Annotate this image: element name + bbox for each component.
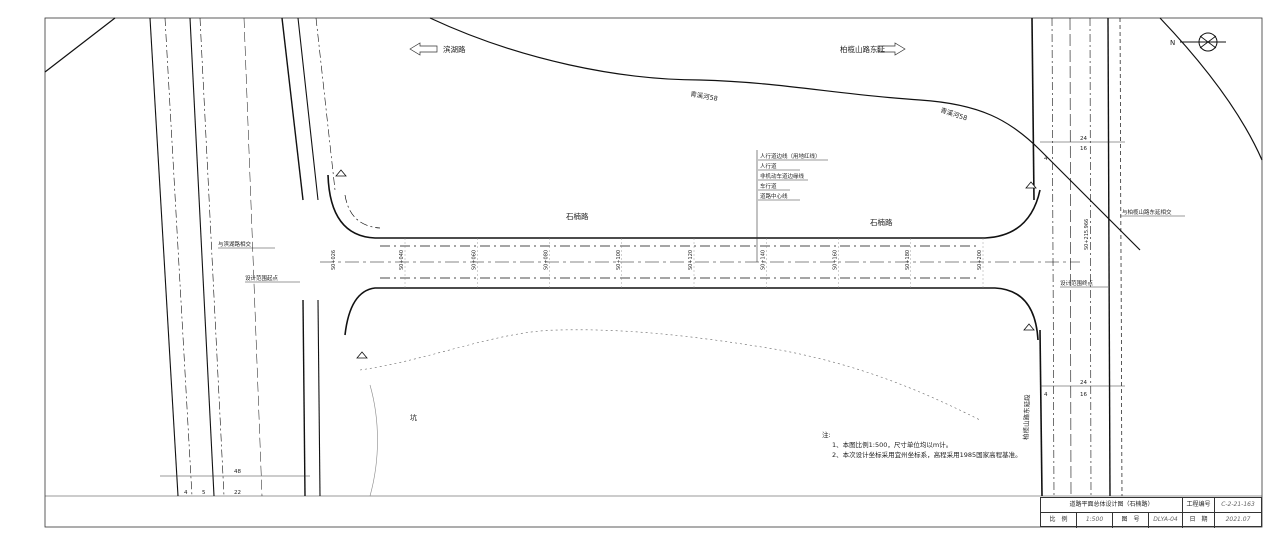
date-label: 日 期 [1183, 513, 1215, 528]
intersection-marker-icon [356, 351, 368, 359]
svg-text:N: N [1170, 39, 1175, 47]
legend-label: 人行道 [760, 162, 777, 170]
station-label: S0+180 [905, 250, 911, 270]
river-line-right [1159, 17, 1263, 161]
station-ticks [404, 238, 984, 288]
annotation-pit: 坑 [410, 413, 417, 422]
station-label: S0+080 [544, 250, 550, 270]
intersection-marker-icon [335, 169, 347, 177]
drawing-frame [44, 17, 1263, 528]
project-no: C-2-21-163 [1221, 501, 1255, 508]
river-label-left: 青溪河58 [690, 89, 719, 103]
bailanshan-road [1031, 17, 1123, 497]
notes-line-2: 2、本次设计坐标采用宜州坐标系，高程采用1985国家高程基准。 [832, 451, 1022, 459]
dim-label: 22 [234, 490, 241, 496]
binhu-road [149, 17, 336, 497]
legend-label: 道路中心线 [760, 192, 788, 200]
left-corner-line [44, 17, 116, 73]
river-line [429, 17, 1141, 251]
shinan-road [320, 174, 1080, 341]
design-notes: 注: 1、本图比例1:500，尺寸单位均以m计。 2、本次设计坐标采用宜州坐标系… [822, 430, 1022, 460]
scale-value: 1:500 [1077, 513, 1113, 528]
station-label: S0+100 [616, 250, 622, 270]
intersection-marker-icon [1023, 323, 1035, 331]
dim-label: 4 [1044, 392, 1048, 398]
notes-title: 注: [822, 431, 831, 439]
station-label: S0+060 [471, 250, 477, 270]
legend-label: 车行道 [760, 182, 777, 190]
intersection-marker-icon [1025, 181, 1037, 189]
river-label-right: 青溪河58 [939, 105, 968, 122]
annotation-bailanshan-junction: 与柏榄山路东延相交 [1122, 208, 1172, 216]
dim-label: 4 [1044, 156, 1048, 162]
dim-label: 24 [1080, 136, 1087, 142]
dim-label: 16 [1080, 392, 1087, 398]
notes-line-1: 1、本图比例1:500，尺寸单位均以m计。 [832, 441, 953, 449]
dim-label: 24 [1080, 380, 1087, 386]
section-legend: 人行道边线（用地红线） 人行道 非机动车道边缘线 车行道 道路中心线 [758, 152, 828, 201]
drawing-title: 道路平面总体设计图（石楠路） [1041, 498, 1183, 513]
station-label: S0+040 [399, 250, 405, 270]
road-label-bailanshan-vertical: 柏榄山路东延段 [1021, 394, 1032, 440]
station-label: S0+120 [688, 250, 694, 270]
title-block: 道路平面总体设计图（石楠路） 工程编号 C-2-21-163 比 例 1:500… [1040, 497, 1262, 528]
left-arrow-icon [409, 42, 438, 56]
drawing-no-label: 图 号 [1113, 513, 1149, 528]
station-label: S0+200 [977, 250, 983, 270]
dim-label: 4 [184, 490, 188, 496]
station-labels: S0+040 S0+060 S0+080 S0+100 S0+120 S0+140 S0+1… [399, 250, 983, 270]
station-label-start: S0+026 [331, 250, 337, 270]
dim-label: 16 [1080, 146, 1087, 152]
road-label-shinan-2: 石楠路 [870, 217, 893, 227]
north-arrow-icon: N [1170, 32, 1226, 52]
right-arrow-icon [877, 42, 906, 56]
drawing-no: DLYA-04 [1149, 513, 1183, 528]
dim-label: 48 [234, 469, 241, 475]
road-label-shinan-1: 石楠路 [566, 211, 589, 221]
contour-dotted [359, 329, 981, 421]
legend-label: 人行道边线（用地红线） [760, 152, 821, 160]
station-label: S0+160 [833, 250, 839, 270]
project-no-label: 工程编号 [1183, 498, 1215, 513]
date-value: 2021.07 [1225, 516, 1251, 523]
road-label-binhu: 滨湖路 [443, 44, 466, 54]
dim-label: 5 [202, 490, 206, 496]
pit-outline [369, 384, 378, 497]
scale-label: 比 例 [1041, 513, 1077, 528]
legend-label: 非机动车道边缘线 [760, 172, 805, 180]
station-label-end: S0+215.966 [1084, 219, 1090, 250]
road-label-bailanshan-east: 柏榄山路东延 [840, 44, 885, 54]
annotation-design-end: 设计范围终点 [1060, 279, 1094, 287]
annotation-design-start: 设计范围起点 [245, 274, 279, 282]
annotation-binhu-junction: 与滨湖路相交 [218, 240, 252, 248]
station-label: S0+140 [760, 250, 766, 270]
